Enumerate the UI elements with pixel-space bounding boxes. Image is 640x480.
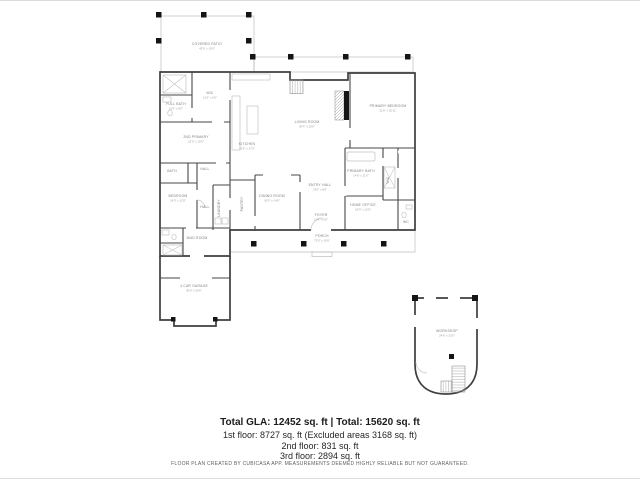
garage-posts (171, 317, 218, 322)
room-label-primary-wic: WIC (386, 176, 390, 184)
room-label-second-primary: 2ND PRIMARY (183, 135, 209, 139)
room-label-garage: 4 CAR GARAGE (180, 284, 208, 288)
room-dims-wic-left: 11'0" x 6'0" (203, 96, 217, 100)
workshop-windows (413, 296, 479, 329)
room-label-kitchen: KITCHEN (239, 142, 256, 146)
room-label-hall-a: HALL (200, 167, 209, 171)
room-dims-garage: 30'0" x 29'6" (186, 289, 202, 293)
room-dims-primary-bath: 14'6" x 11'0" (353, 174, 369, 178)
room-dims-full-bath: 10'0" x 8'0" (169, 107, 183, 111)
porch-pillars (251, 241, 387, 247)
room-dims-dining-room: 18'0" x 14'6" (264, 199, 280, 203)
room-label-bedroom: BEDROOM (169, 194, 188, 198)
room-label-home-office: HOME OFFICE (350, 203, 376, 207)
kitchen-fixtures (231, 73, 271, 151)
area-summary: Total GLA: 12452 sq. ft | Total: 15620 s… (0, 417, 640, 462)
patio-pillars (156, 12, 411, 60)
room-label-dining-room: DINING ROOM (259, 194, 285, 198)
page-top-border (0, 0, 640, 1)
room-label-full-bath: FULL BATH (166, 102, 186, 106)
room-dims-primary-bedroom: 21'6" x 20'11" (379, 109, 396, 113)
stairs-main (289, 79, 304, 94)
room-dims-home-office: 16'0" x 12'6" (355, 208, 371, 212)
workshop-pillars (412, 295, 478, 359)
room-dims-kitchen: 19'2" x 17'0" (239, 147, 255, 151)
bath-fixtures (161, 96, 413, 241)
room-label-wic-left: WIC (206, 91, 214, 95)
room-label-entry-hall: ENTRY HALL (309, 183, 332, 187)
room-label-bath-left: BATH (167, 169, 177, 173)
room-label-primary-bath: PRIMARY BATH (347, 169, 375, 173)
room-dims-covered-patio: 43'6" x 19'0" (199, 47, 215, 51)
door-openings (186, 90, 408, 258)
room-label-foyer: FOYER (315, 213, 328, 217)
excluded-area-boxes (162, 74, 396, 256)
room-dims-second-primary: 23'0" x 15'6" (188, 140, 204, 144)
third-floor-line: 3rd floor: 2894 sq. ft (279, 451, 361, 461)
disclaimer-text: FLOOR PLAN CREATED BY CUBICASA APP. MEAS… (171, 461, 469, 467)
room-dims-entry-hall: 23'0" x 8'6" (313, 188, 327, 192)
room-dims-living-room: 30'4" x 25'0" (299, 125, 315, 129)
room-dims-foyer: 11'0" x 6'0" (314, 218, 328, 222)
room-label-primary-bedroom: PRIMARY BEDROOM (370, 104, 407, 108)
room-label-living-room: LIVING ROOM (295, 120, 320, 124)
room-label-wc: WC (403, 220, 409, 224)
room-label-pantry: PANTRY (240, 196, 244, 211)
room-dims-workshop: 24'6" x 23'0" (439, 334, 455, 338)
room-label-mud-room: MUD ROOM (187, 236, 208, 240)
stairs-workshop (415, 361, 466, 393)
room-label-laundry: LAUNDRY (217, 199, 221, 217)
room-label-porch: PORCH (315, 234, 329, 238)
room-label-workshop: WORKSHOP (436, 329, 458, 333)
room-labels: COVERED PATIO 43'6" x 19'0" KITCHEN 19'2… (166, 42, 458, 338)
room-label-covered-patio: COVERED PATIO (192, 42, 222, 46)
fireplace (334, 90, 349, 121)
page-bottom-border (0, 478, 640, 479)
first-floor-line: 1st floor: 8727 sq. ft (Excluded areas 3… (222, 430, 418, 440)
exterior-walls (159, 71, 478, 395)
room-label-hall-b: HALL (200, 205, 209, 209)
room-dims-bedroom: 14'0" x 12'6" (170, 199, 186, 203)
second-floor-line: 2nd floor: 831 sq. ft (281, 440, 359, 451)
total-gla-line: Total GLA: 12452 sq. ft | Total: 15620 s… (220, 417, 420, 428)
room-dims-porch: 73'0" x 10'6" (314, 239, 330, 243)
